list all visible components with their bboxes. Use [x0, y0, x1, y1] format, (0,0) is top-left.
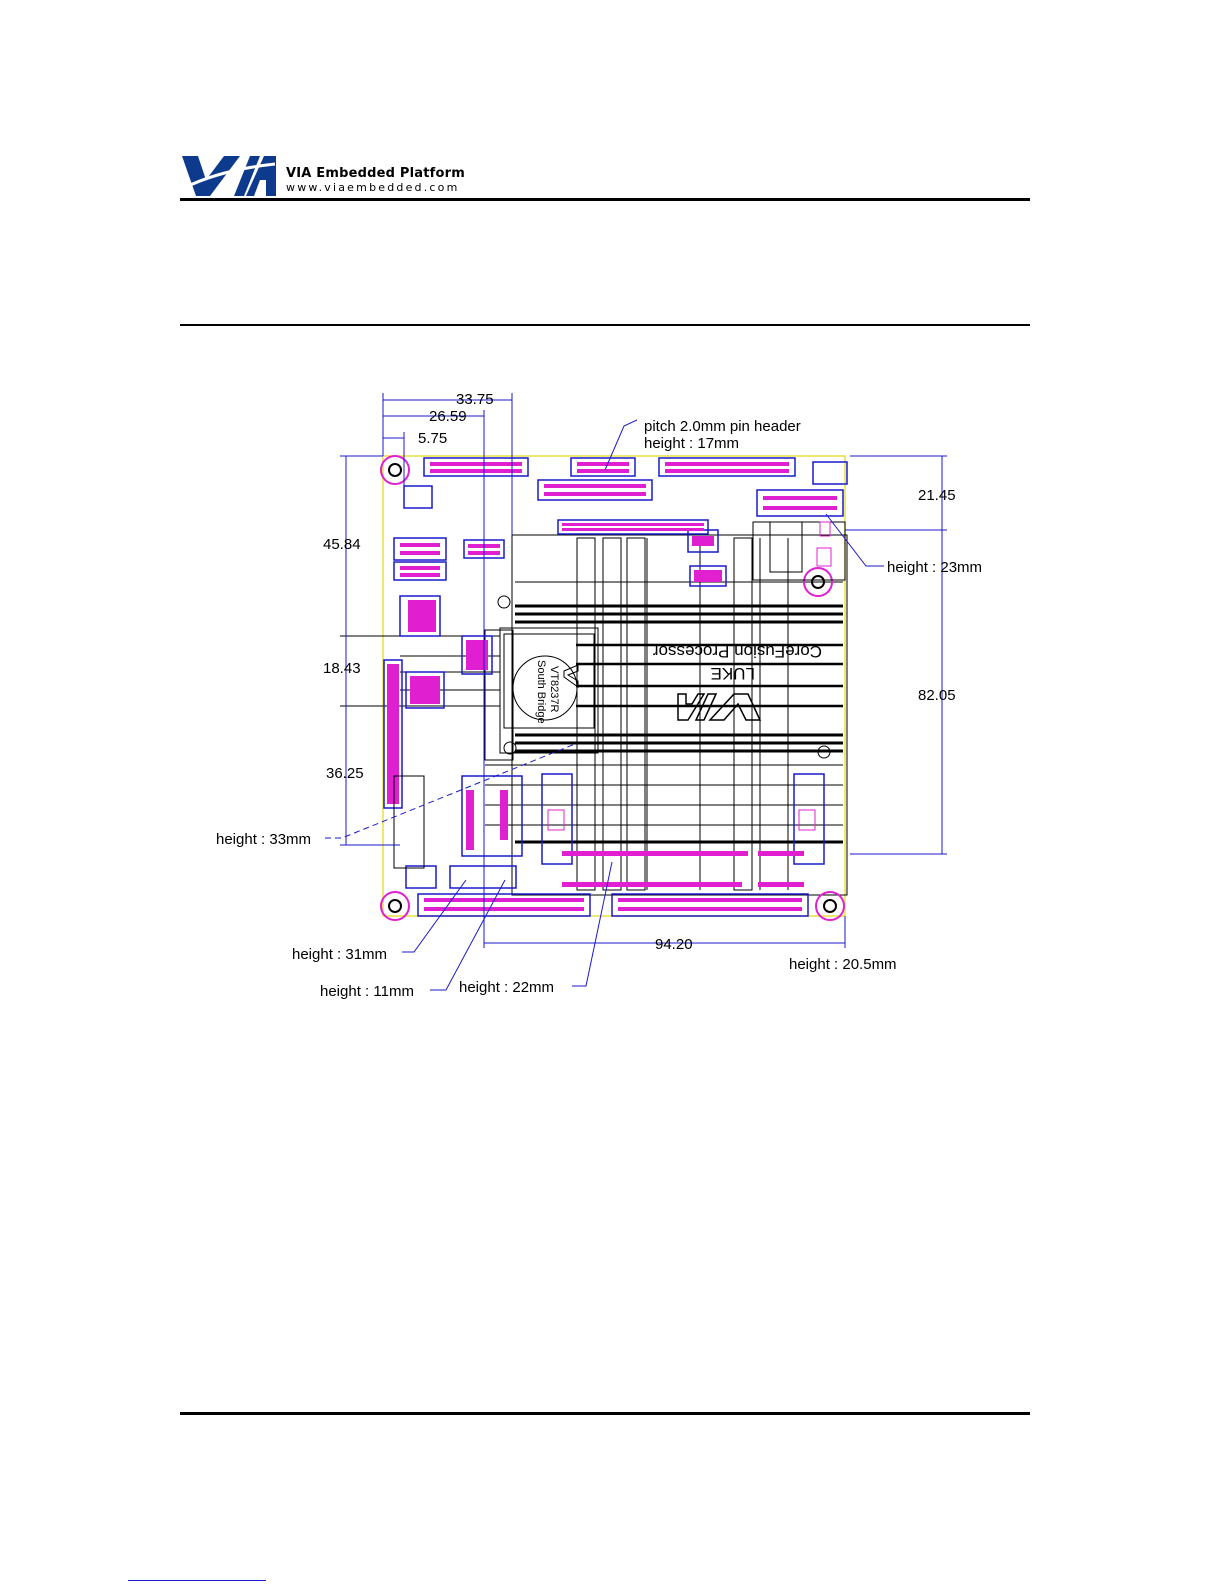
southbridge-label-1: VT8237R	[548, 666, 560, 713]
callout-height-33: height : 33mm	[216, 831, 311, 848]
callout-height-22: height : 22mm	[459, 979, 554, 996]
callout-pitch: pitch 2.0mm pin header	[644, 418, 801, 435]
small-hole	[498, 596, 510, 608]
dim-21-45: 21.45	[918, 487, 956, 504]
callout-height-23: height : 23mm	[887, 559, 982, 576]
processor-label-2: LUKE	[711, 664, 755, 683]
callout-height-20-5: height : 20.5mm	[789, 956, 897, 973]
footer-underline	[128, 1580, 266, 1581]
callout-height-31: height : 31mm	[292, 946, 387, 963]
southbridge-label-2: South Bridge	[535, 660, 547, 724]
callout-height-17: height : 17mm	[644, 435, 739, 452]
dim-26-59: 26.59	[429, 408, 467, 425]
dim-5-75: 5.75	[418, 430, 447, 447]
footer-rule	[180, 1412, 1030, 1415]
small-hole	[504, 742, 516, 754]
processor-label-1: CoreFusion Processor	[653, 642, 822, 661]
via-chip-logo-icon	[564, 665, 578, 687]
dim-82-05: 82.05	[918, 687, 956, 704]
dim-36-25: 36.25	[326, 765, 364, 782]
dim-18-43: 18.43	[323, 660, 361, 677]
dim-33-75: 33.75	[456, 391, 494, 408]
dim-45-84: 45.84	[323, 536, 361, 553]
callout-height-11: height : 11mm	[320, 983, 414, 1000]
dim-94-20: 94.20	[655, 936, 693, 953]
